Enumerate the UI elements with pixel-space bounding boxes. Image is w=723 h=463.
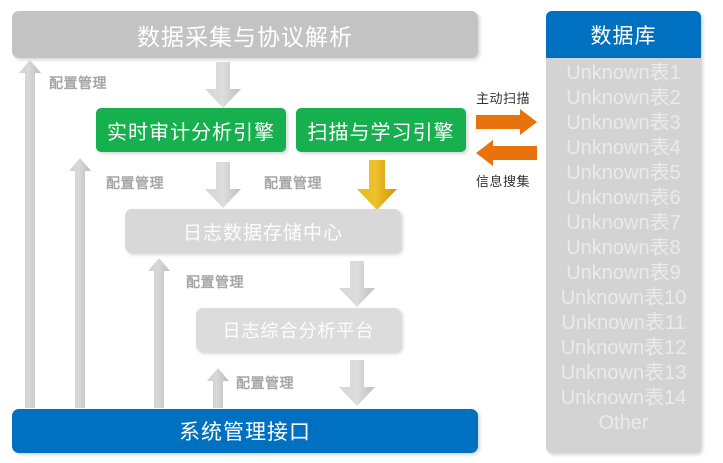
scan-learning-engine-label: 扫描与学习引擎 (307, 121, 455, 144)
data-collection-bar[interactable]: 数据采集与协议解析 (12, 11, 478, 58)
database-table-item[interactable]: Unknown表10 (560, 287, 687, 309)
flow-arrow-down-3 (339, 261, 375, 307)
system-management-interface-label: 系统管理接口 (179, 421, 311, 444)
config-arrow-up-2 (69, 158, 91, 408)
database-table-item[interactable]: Unknown表13 (560, 362, 687, 384)
config-label-5: 配置管理 (236, 375, 294, 391)
database-table-item[interactable]: Unknown表12 (560, 337, 687, 359)
log-analysis-platform-box[interactable]: 日志综合分析平台 (196, 308, 401, 352)
database-table-item[interactable]: Unknown表14 (560, 387, 687, 409)
flow-arrow-down-4 (339, 360, 375, 406)
system-management-interface-bar[interactable]: 系统管理接口 (12, 409, 478, 453)
database-table-item[interactable]: Unknown表2 (566, 87, 681, 109)
flow-arrow-down-1 (205, 62, 241, 108)
config-arrow-up-1 (19, 60, 41, 408)
config-arrow-up-4 (207, 368, 229, 408)
info-collection-arrow-left (476, 140, 537, 166)
database-table-item[interactable]: Unknown表4 (566, 137, 681, 159)
realtime-audit-engine-box[interactable]: 实时审计分析引擎 (96, 108, 286, 152)
database-table-item[interactable]: Unknown表6 (566, 187, 681, 209)
log-analysis-platform-label: 日志综合分析平台 (222, 321, 375, 341)
config-label-2: 配置管理 (106, 175, 164, 191)
log-storage-center-label: 日志数据存储中心 (182, 222, 343, 244)
data-collection-label: 数据采集与协议解析 (137, 23, 353, 50)
database-table-item[interactable]: Unknown表9 (566, 262, 681, 284)
flow-arrow-down-gold (357, 160, 397, 210)
info-collection-label: 信息搜集 (476, 174, 531, 189)
flow-arrow-down-2 (205, 162, 241, 208)
database-header-label: 数据库 (590, 24, 657, 48)
database-table-item[interactable]: Unknown表8 (566, 237, 681, 259)
config-label-4: 配置管理 (186, 274, 244, 290)
scan-learning-engine-box[interactable]: 扫描与学习引擎 (296, 108, 466, 152)
database-header[interactable]: 数据库 (546, 11, 701, 58)
config-label-1: 配置管理 (49, 75, 107, 91)
database-table-item[interactable]: Unknown表7 (566, 212, 681, 234)
config-label-3: 配置管理 (264, 175, 322, 191)
database-table-item[interactable]: Unknown表3 (566, 112, 681, 134)
config-arrow-up-3 (148, 258, 170, 408)
realtime-audit-engine-label: 实时审计分析引擎 (107, 121, 275, 144)
database-table-item[interactable]: Unknown表1 (566, 62, 681, 84)
database-table-item[interactable]: Other (598, 412, 649, 434)
active-scan-label: 主动扫描 (476, 91, 531, 106)
database-table-item[interactable]: Unknown表11 (561, 312, 686, 334)
log-storage-center-box[interactable]: 日志数据存储中心 (125, 209, 401, 253)
active-scan-arrow-right (476, 109, 537, 135)
database-table-item[interactable]: Unknown表5 (566, 162, 681, 184)
